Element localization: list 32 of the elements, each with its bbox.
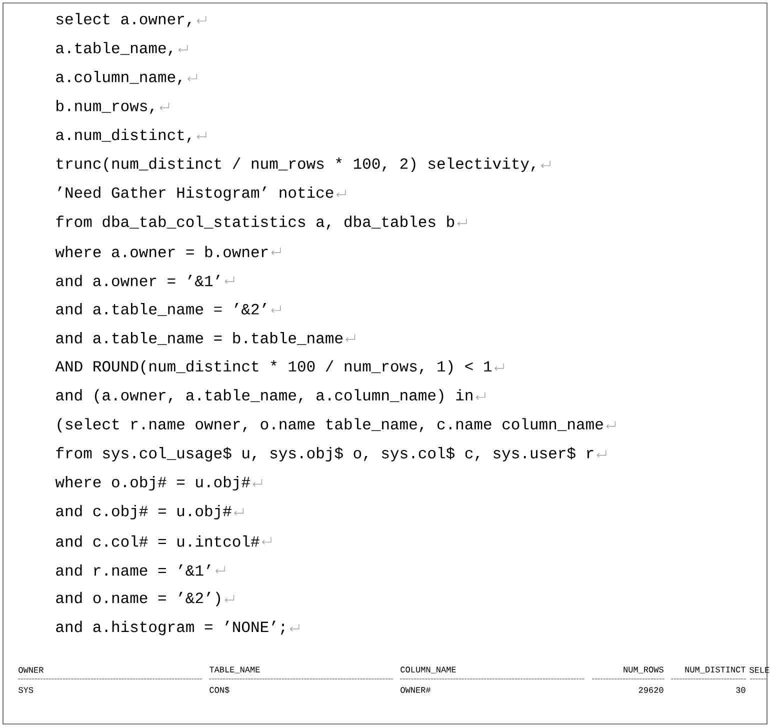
code-line: from sys.col_usage$ u, sys.obj$ o, sys.col$ c, sys.user$ r [56, 447, 594, 462]
column-header: TABLE_NAME [210, 666, 260, 674]
code-line: and c.obj# = u.obj# [56, 504, 232, 520]
code-line: and o.name = ’&2’) [56, 592, 220, 606]
code-line: and r.name = ’&1’ [56, 564, 210, 576]
code-line: AND ROUND(num_distinct * 100 / num_rows, 1) < 1 [55, 360, 492, 375]
code-line: a.column_name, [56, 70, 182, 85]
code-line: from dba_tab_col_statistics a, dba_tables b [56, 216, 454, 230]
column-header: NUM_ROWS [624, 666, 664, 674]
code-line: and (a.owner, a.table_name, a.column_name) in [56, 389, 472, 404]
column-header: OWNER [18, 667, 44, 673]
code-line: and a.owner = ’&1’ [56, 274, 220, 286]
code-line: and a.table_name = ’&2’ [56, 303, 266, 316]
code-line: where o.obj# = u.obj# [55, 476, 250, 490]
code-line: and a.histogram = ’NONE’; [56, 620, 284, 636]
table-cell: 30 [736, 687, 746, 693]
code-line: and a.table_name = b.table_name [56, 332, 342, 345]
code-line: trunc(num_distinct / num_rows * 100, 2) selectivity, [56, 158, 535, 172]
code-line: a.table_name, [56, 42, 172, 56]
code-line: select a.owner, [56, 13, 191, 27]
code-line: a.num_distinct, [56, 128, 191, 143]
table-cell: SYS [18, 687, 34, 693]
column-header: COLUMN_NAME [400, 666, 456, 674]
code-line: ’Need Gather Histogram’ notice [58, 186, 334, 201]
code-line: where a.owner = b.owner [55, 246, 268, 258]
table-cell: OWNER# [400, 687, 431, 693]
table-cell: CON$ [210, 686, 230, 694]
code-line: (select r.name owner, o.name table_name, c.name column_name [58, 418, 603, 433]
column-header: NUM_DISTINCT [685, 666, 746, 674]
code-line: b.num_rows, [56, 100, 154, 114]
table-cell: 29620 [638, 687, 664, 693]
code-line: and c.col# = u.intcol# [56, 535, 260, 547]
